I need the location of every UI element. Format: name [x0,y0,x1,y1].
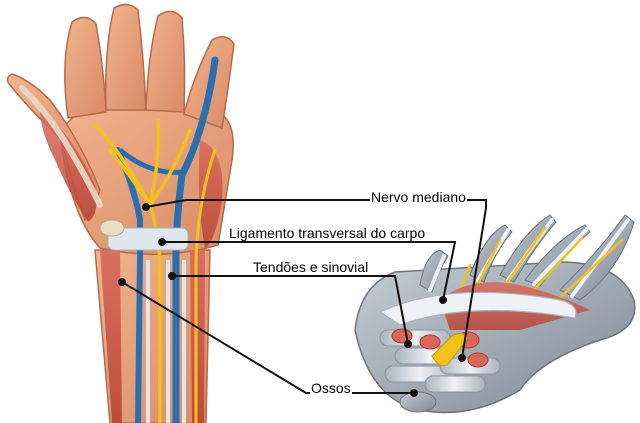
label-ossos: Ossos [310,380,352,396]
bone-cap [400,392,436,412]
dot-ossos-hand [118,278,126,286]
label-nervo-mediano: Nervo mediano [370,189,467,205]
dot-ligamento-section [439,296,447,304]
label-tendoes-sinovial: Tendões e sinovial [252,259,369,275]
finger-middle [106,4,146,110]
wrist-bone [100,220,124,236]
finger-ring [146,11,185,112]
dot-nervo-mediano-hand [142,203,150,211]
dot-tendoes-section [404,340,412,348]
hand-palm-illustration [7,4,234,423]
finger-index [65,17,106,118]
dot-tendoes-hand [168,272,176,280]
carpal-tunnel-section [355,215,635,413]
dot-nervo-mediano-section [458,354,466,362]
dot-ligamento-hand [158,238,166,246]
label-ligamento-transversal: Ligamento transversal do carpo [228,225,426,241]
dot-ossos-section [410,389,418,397]
